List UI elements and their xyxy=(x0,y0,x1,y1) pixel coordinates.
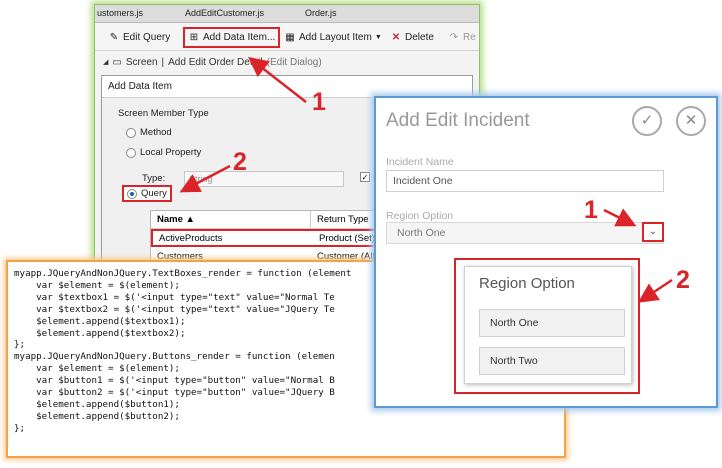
annotation-number: 2 xyxy=(233,148,247,176)
designer-toolbar: ✎ Edit Query ⊞ Add Data Item... ▦ Add La… xyxy=(95,23,479,51)
query-radio[interactable]: Query xyxy=(122,185,172,202)
edit-query-icon: ✎ xyxy=(109,31,119,43)
query-label: Query xyxy=(141,188,167,199)
option-north-one[interactable]: North One xyxy=(479,309,625,337)
code-line: var $textbox1 = $('<input type="text" va… xyxy=(14,291,335,303)
code-line: var $textbox2 = $('<input type="text" va… xyxy=(14,303,335,315)
add-edit-incident-panel: Add Edit Incident ✓ ✕ Incident Name Inci… xyxy=(374,96,718,408)
chevron-down-icon: ▼ xyxy=(374,34,382,41)
checkbox-check-icon: ✓ xyxy=(360,172,370,182)
add-layout-item-icon: ▦ xyxy=(285,31,295,43)
dialog-title: Add Data Item xyxy=(102,76,472,98)
close-icon: ✕ xyxy=(684,112,698,129)
code-line: myapp.JQueryAndNonJQuery.TextBoxes_rende… xyxy=(14,268,352,279)
code-line: }; xyxy=(14,339,26,351)
delete-button[interactable]: ✕ Delete xyxy=(387,29,437,46)
delete-label: Delete xyxy=(405,32,434,43)
edit-query-label: Edit Query xyxy=(123,32,171,43)
tab-addeditcustomer-js[interactable]: AddEditCustomer.js xyxy=(185,8,265,18)
radio-dot xyxy=(126,127,136,138)
collapse-triangle-icon[interactable]: ◢ xyxy=(103,59,109,66)
delete-icon: ✕ xyxy=(391,31,401,43)
name-column-header[interactable]: Name ▲ xyxy=(151,211,311,228)
annotation-number: 2 xyxy=(676,266,690,294)
code-line: var $element = $(element); xyxy=(14,279,180,291)
redo-button[interactable]: ↷ Re xyxy=(445,29,479,46)
region-option-select[interactable]: North One xyxy=(386,222,664,244)
region-dropdown-button[interactable]: ⌄ xyxy=(642,222,664,242)
member-type-label: Screen Member Type xyxy=(118,108,209,119)
redo-label: Re xyxy=(463,32,476,43)
code-line: }; xyxy=(14,422,26,434)
table-row[interactable]: Customers Customer (All) xyxy=(151,247,469,265)
local-property-label: Local Property xyxy=(140,147,202,158)
row-type: Product (Set) xyxy=(319,232,375,244)
add-data-item-button[interactable]: ⊞ Add Data Item... xyxy=(183,27,281,48)
type-label: Type: xyxy=(142,173,166,184)
type-select[interactable]: String xyxy=(184,171,344,187)
screen-name: Add Edit Order Detail xyxy=(168,56,263,68)
incident-name-input[interactable]: Incident One xyxy=(386,170,664,192)
screen-tree-row[interactable]: ◢ ▭ Screen | Add Edit Order Detail (Edit… xyxy=(103,56,322,68)
option-north-two[interactable]: North Two xyxy=(479,347,625,375)
return-type-column-header[interactable]: Return Type xyxy=(317,214,369,225)
incident-name-label: Incident Name xyxy=(386,156,454,168)
row-name: ActiveProducts xyxy=(159,232,223,244)
method-radio[interactable]: Method xyxy=(126,127,172,138)
document-tabs: ustomers.js AddEditCustomer.js Order.js xyxy=(95,5,479,23)
code-line: $element.append($button2); xyxy=(14,410,180,422)
radio-dot-selected xyxy=(127,188,137,199)
region-option-label: Region Option xyxy=(386,210,454,222)
row-name: Customers xyxy=(157,250,203,262)
code-line: $element.append($textbox2); xyxy=(14,327,186,339)
add-data-item-label: Add Data Item... xyxy=(203,32,276,43)
save-button[interactable]: ✓ xyxy=(632,106,662,136)
code-line: var $button1 = $('<input type="button" v… xyxy=(14,375,335,387)
redo-icon: ↷ xyxy=(449,31,459,43)
row-type: Customer (All) xyxy=(317,250,378,262)
tab-customers-js[interactable]: ustomers.js xyxy=(97,8,144,18)
edit-query-button[interactable]: ✎ Edit Query xyxy=(105,29,173,46)
screen-icon: ▭ xyxy=(112,56,122,68)
code-line: var $element = $(element); xyxy=(14,363,180,375)
page-title: Add Edit Incident xyxy=(386,110,530,131)
annotation-number: 1 xyxy=(312,88,326,116)
chevron-down-icon: ⌄ xyxy=(648,226,658,237)
code-line: $element.append($button1); xyxy=(14,398,180,410)
screen-hint: (Edit Dialog) xyxy=(266,56,322,68)
close-button[interactable]: ✕ xyxy=(676,106,706,136)
add-layout-item-label: Add Layout Item xyxy=(299,32,372,43)
tab-order-js[interactable]: Order.js xyxy=(305,8,337,18)
code-line: myapp.JQueryAndNonJQuery.Buttons_render … xyxy=(14,351,335,363)
popup-highlight xyxy=(454,258,640,394)
screen-label: Screen xyxy=(125,56,158,68)
annotation-number: 1 xyxy=(584,196,598,224)
local-property-radio[interactable]: Local Property xyxy=(126,147,201,158)
region-option-popup: Region Option North One North Two xyxy=(464,266,632,384)
add-data-item-icon: ⊞ xyxy=(189,31,199,43)
checkmark-icon: ✓ xyxy=(640,112,654,129)
code-line: $element.append($textbox1); xyxy=(14,315,186,327)
code-line: var $button2 = $('<input type="button" v… xyxy=(14,387,335,399)
add-layout-item-button[interactable]: ▦ Add Layout Item ▼ xyxy=(281,29,385,46)
popup-title: Region Option xyxy=(479,275,575,292)
grid-header: Name ▲ Return Type xyxy=(151,211,469,229)
method-label: Method xyxy=(140,127,172,138)
radio-dot xyxy=(126,147,136,158)
